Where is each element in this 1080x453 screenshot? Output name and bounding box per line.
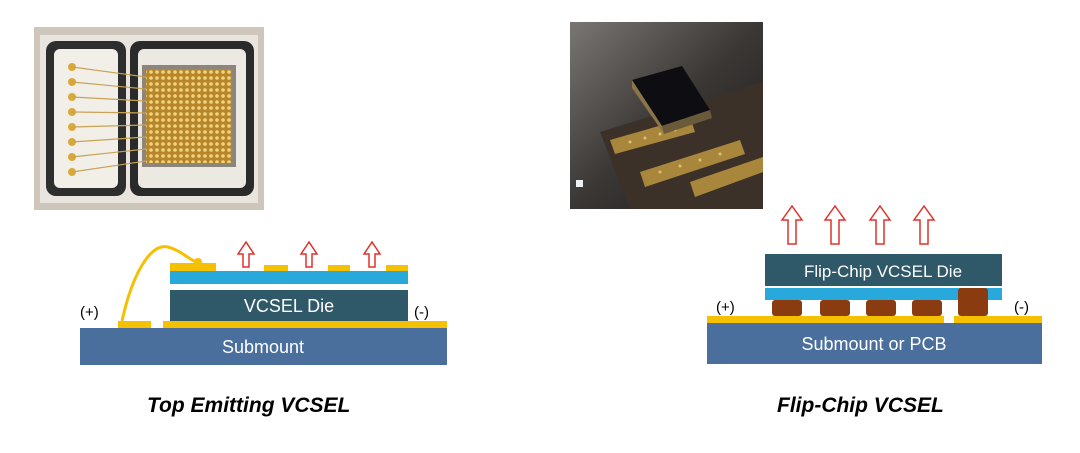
cathode-pad [954, 316, 1042, 323]
top-contacts [170, 263, 408, 271]
plus-terminal-label: (+) [80, 304, 99, 321]
flip-chip-die-label: Flip-Chip VCSEL Die [804, 262, 962, 281]
submount-label: Submount [222, 337, 304, 357]
flip-chip-vcsel-photo [570, 22, 763, 209]
up-arrow-icon [912, 204, 936, 245]
minus-terminal-label: (-) [1014, 299, 1029, 316]
emission-arrows [780, 204, 936, 245]
flip-chip-cross-section: Flip-Chip VCSEL Die Submount or PCB (+) … [707, 204, 1042, 364]
epi-layer [765, 288, 1002, 300]
bond-wire [120, 245, 199, 322]
plus-terminal-label: (+) [716, 299, 735, 316]
anode-pad [707, 316, 944, 323]
epi-layer [170, 271, 408, 284]
anode-pad [118, 321, 151, 328]
vcsel-die [170, 290, 408, 321]
emission-arrows [236, 240, 382, 268]
cathode-pad [163, 321, 447, 328]
flip-chip-caption: Flip-Chip VCSEL [777, 394, 944, 417]
submount-label: Submount or PCB [801, 334, 946, 354]
up-arrow-icon [780, 204, 804, 245]
vcsel-die-label: VCSEL Die [244, 296, 334, 316]
top-emitting-vcsel-photo [34, 27, 264, 210]
up-arrow-icon [823, 204, 847, 245]
submount-block [707, 323, 1042, 364]
up-arrow-icon [868, 204, 892, 245]
top-emitting-cross-section: Submount VCSEL Die (+) (-) [80, 240, 447, 365]
minus-terminal-label: (-) [414, 304, 429, 321]
solder-bumps [772, 288, 988, 316]
up-arrow-icon [362, 240, 382, 268]
flip-chip-die [765, 254, 1002, 286]
up-arrow-icon [299, 240, 319, 268]
submount-block [80, 328, 447, 365]
top-emitting-caption: Top Emitting VCSEL [147, 394, 351, 417]
up-arrow-icon [236, 240, 256, 268]
